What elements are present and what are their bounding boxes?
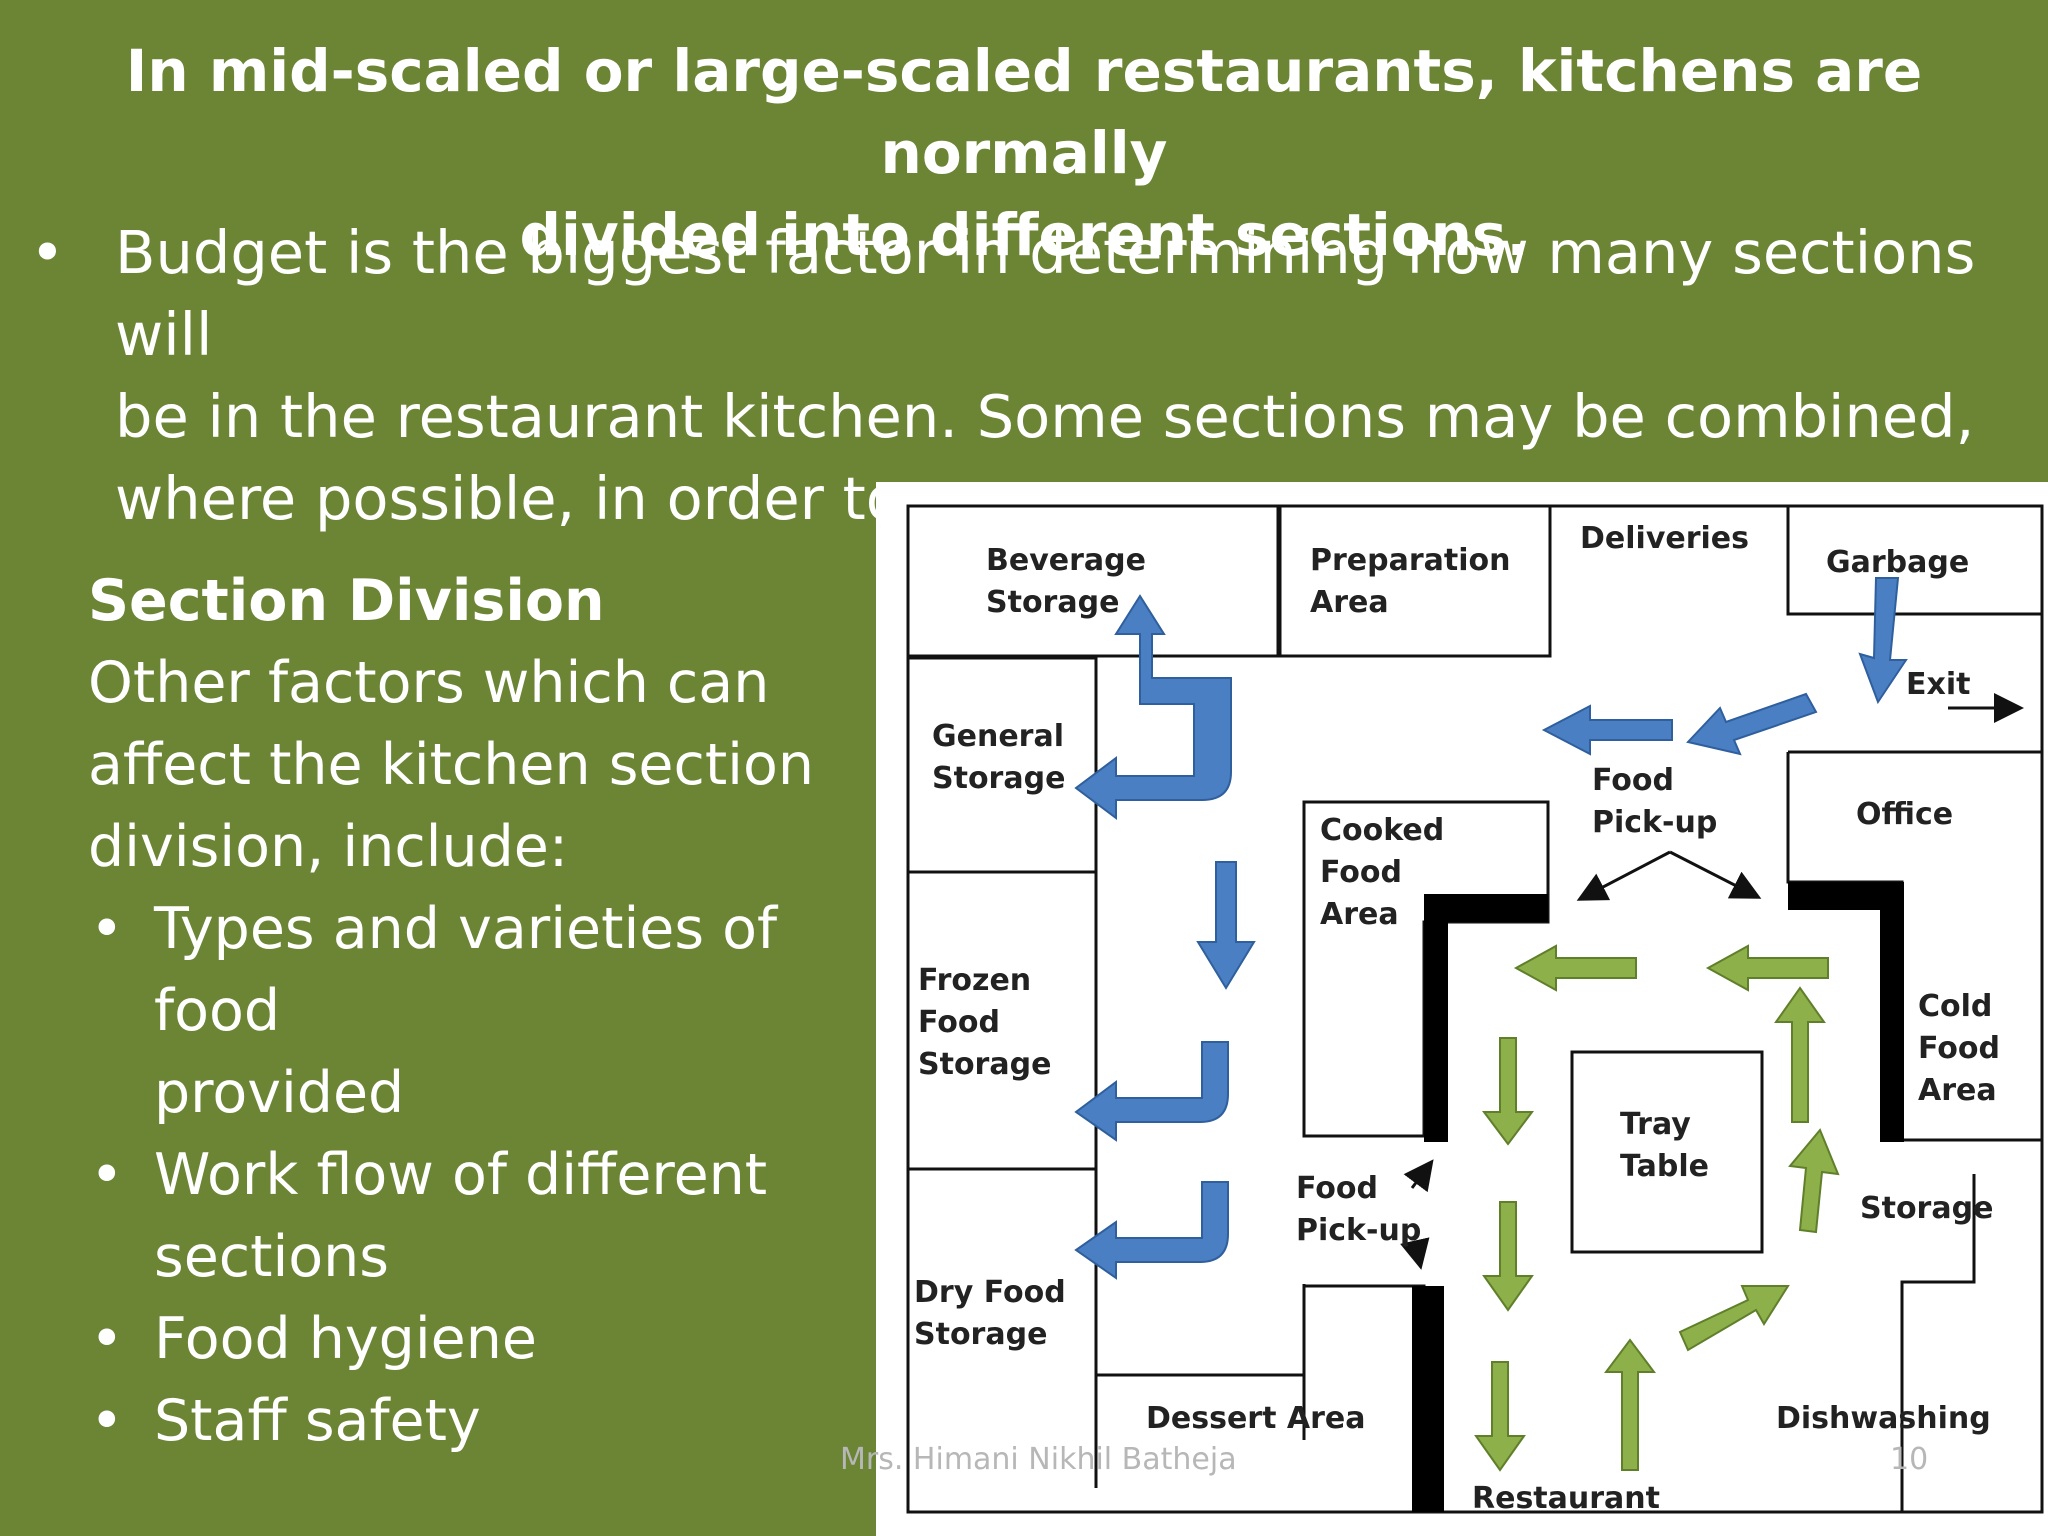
thin-arrows <box>1400 693 2024 1270</box>
bullet-dot: • <box>90 1306 124 1372</box>
black-counters <box>1412 882 1904 1512</box>
factor-1-line-2: provided <box>154 1060 405 1126</box>
diagram-labels: Beverage Storage Preparation Area Delive… <box>914 521 2000 1516</box>
kitchen-walls <box>906 504 2044 1514</box>
green-arrow-up-3 <box>1788 1128 1840 1234</box>
label-deliveries: Deliveries <box>1580 521 1749 556</box>
label-office: Office <box>1856 797 1953 832</box>
label-dry: Dry Food <box>914 1275 1066 1310</box>
bullet-dot: • <box>90 1388 124 1454</box>
label-cold-3: Area <box>1918 1073 1997 1108</box>
budget-line-2: be in the restaurant kitchen. Some secti… <box>115 382 1975 451</box>
label-cooked: Cooked <box>1320 813 1444 848</box>
label-cold-2: Food <box>1918 1031 2000 1066</box>
intro-line-1: Other factors which can <box>88 650 770 716</box>
label-pickup-bottom-2: Pick-up <box>1296 1213 1421 1248</box>
label-general-2: Storage <box>932 761 1065 796</box>
label-cold: Cold <box>1918 989 1992 1024</box>
label-garbage: Garbage <box>1826 545 1969 580</box>
green-arrow-left-2 <box>1705 944 1829 992</box>
bullet-dot: • <box>90 1142 124 1208</box>
intro-line-3: division, include: <box>88 814 569 880</box>
blue-arrow-deliveries <box>1858 577 1908 705</box>
label-storage: Storage <box>1860 1191 1993 1226</box>
label-general: General <box>932 719 1064 754</box>
footer-author: Mrs. Himani Nikhil Batheja <box>840 1442 1237 1477</box>
intro-line-2: affect the kitchen section <box>88 732 814 798</box>
green-arrow-down-3 <box>1474 1361 1526 1472</box>
blue-arrow-down <box>1196 861 1256 990</box>
label-frozen-3: Storage <box>918 1047 1051 1082</box>
label-dishwashing: Dishwashing <box>1776 1401 1991 1436</box>
blue-arrow-left <box>1541 704 1673 756</box>
label-tray: Tray <box>1620 1107 1691 1142</box>
title-line-1: In mid-scaled or large-scaled restaurant… <box>125 37 1923 187</box>
footer-page-number: 10 <box>1890 1442 1929 1477</box>
factor-4-line-1: Staff safety <box>154 1388 481 1454</box>
label-restaurant: Restaurant <box>1472 1481 1660 1516</box>
budget-text: Budget is the biggest factor in determin… <box>115 212 2015 540</box>
label-dessert: Dessert Area <box>1146 1401 1366 1436</box>
blue-arrow-diagonal <box>1686 692 1818 756</box>
kitchen-layout-svg: Beverage Storage Preparation Area Delive… <box>906 504 2044 1516</box>
bullet-dot: • <box>90 896 124 962</box>
green-arrow-down-2 <box>1482 1201 1534 1312</box>
green-arrow-up-2 <box>1774 986 1826 1123</box>
kitchen-layout-diagram: Beverage Storage Preparation Area Delive… <box>876 482 2048 1536</box>
factor-item-2: • Work flow of different sections <box>88 1134 908 1298</box>
blue-arrow-frozen <box>1074 1041 1229 1142</box>
label-beverage-2: Storage <box>986 585 1119 620</box>
section-heading: Section Division <box>88 568 605 634</box>
label-prep: Preparation <box>1310 543 1510 578</box>
blue-arrow-dry <box>1074 1181 1229 1280</box>
factor-3-line-1: Food hygiene <box>154 1306 537 1372</box>
factor-2-line-1: Work flow of different <box>154 1142 768 1208</box>
factor-item-1: • Types and varieties of food provided <box>88 888 908 1134</box>
factor-1-line-1: Types and varieties of food <box>154 896 778 1044</box>
label-cooked-3: Area <box>1320 897 1399 932</box>
factor-item-4: • Staff safety <box>88 1380 908 1462</box>
slide-title: In mid-scaled or large-scaled restaurant… <box>0 30 2048 276</box>
green-arrow-up-1 <box>1604 1338 1656 1471</box>
label-pickup-bottom: Food <box>1296 1171 1378 1206</box>
budget-line-1: Budget is the biggest factor in determin… <box>115 218 1976 369</box>
blue-arrow-beverage-general <box>1074 594 1232 820</box>
label-prep-2: Area <box>1310 585 1389 620</box>
label-frozen-2: Food <box>918 1005 1000 1040</box>
bullet-dot: • <box>30 218 65 287</box>
label-pickup-top-2: Pick-up <box>1592 805 1717 840</box>
blue-arrows <box>1074 577 1908 1280</box>
label-pickup-top: Food <box>1592 763 1674 798</box>
title-line-2: divided into different sections. <box>519 201 1529 269</box>
label-frozen: Frozen <box>918 963 1031 998</box>
label-cooked-2: Food <box>1320 855 1402 890</box>
label-exit: Exit <box>1906 667 1970 702</box>
label-dry-2: Storage <box>914 1317 1047 1352</box>
label-beverage: Beverage <box>986 543 1146 578</box>
factor-item-3: • Food hygiene <box>88 1298 908 1380</box>
section-division-panel: Section Division Other factors which can… <box>88 560 908 1462</box>
green-arrow-left-1 <box>1513 944 1637 992</box>
green-arrow-down-1 <box>1482 1037 1534 1146</box>
green-arrows <box>1474 944 1840 1472</box>
factor-2-line-2: sections <box>154 1224 389 1290</box>
green-arrow-diagonal <box>1678 1285 1790 1352</box>
label-tray-2: Table <box>1620 1149 1709 1184</box>
